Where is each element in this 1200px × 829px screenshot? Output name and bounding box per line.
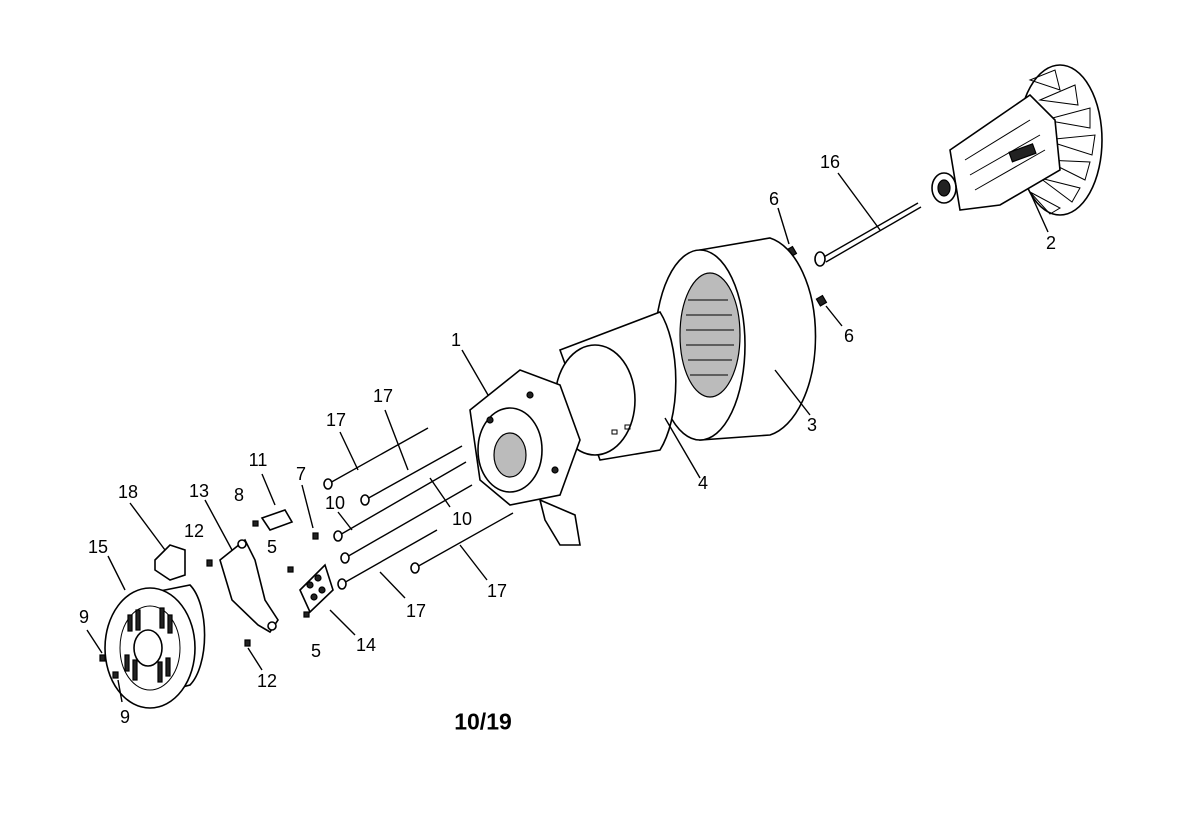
tie-rods [323,409,514,599]
label-part-10-left: 10 [324,493,346,513]
cover-plate [204,499,279,671]
through-bolt-long [814,172,922,267]
label-part-5-upper: 5 [266,537,278,557]
label-part-16: 16 [819,152,841,172]
label-part-10-right: 10 [451,509,473,529]
stator [654,237,817,441]
label-part-18: 18 [117,482,139,502]
label-part-6-upper: 6 [768,189,780,209]
label-part-1: 1 [450,330,462,350]
label-part-14: 14 [355,635,377,655]
label-part-17-top-right: 17 [372,386,394,406]
label-part-12-upper: 12 [183,521,205,541]
label-part-15: 15 [87,537,109,557]
connector-plug [129,502,186,581]
label-part-3: 3 [806,415,818,435]
label-part-17-bottom-right: 17 [486,581,508,601]
label-part-9-upper: 9 [78,607,90,627]
terminal-block [287,563,356,636]
label-part-12-lower: 12 [256,671,278,691]
rotor-assembly [931,64,1103,233]
label-part-7: 7 [295,464,307,484]
end-bracket [461,349,581,546]
label-part-6-lower: 6 [843,326,855,346]
page-number: 10/19 [454,708,512,735]
end-cover-grille [86,555,206,709]
label-part-2: 2 [1045,233,1057,253]
label-part-17-bottom-left: 17 [405,601,427,621]
label-part-4: 4 [697,473,709,493]
label-part-11: 11 [248,450,268,470]
label-part-9-lower: 9 [119,707,131,727]
terminal-bracket [252,473,319,540]
label-part-13: 13 [188,481,210,501]
label-part-17-top-left: 17 [325,410,347,430]
label-part-8: 8 [233,485,245,505]
label-part-5-lower: 5 [310,641,322,661]
